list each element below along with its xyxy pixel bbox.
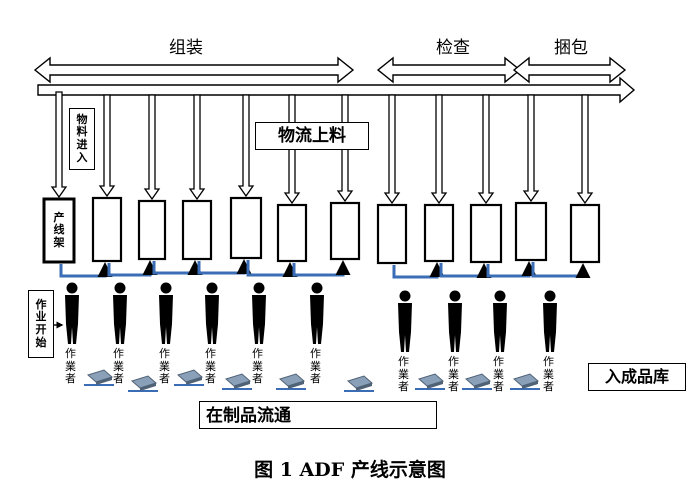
worker-figure-10 xyxy=(543,290,557,352)
worker-label-2: 作業者 xyxy=(113,347,124,386)
worker-figure-2 xyxy=(113,282,127,344)
feed-arrow-4 xyxy=(188,94,206,201)
feed-arrow-10 xyxy=(477,94,495,205)
worker-label-4: 作業者 xyxy=(205,347,216,386)
wip-tray-6 xyxy=(344,375,374,392)
stations xyxy=(42,196,601,265)
station-connectors xyxy=(59,259,591,279)
worker-figure-6 xyxy=(310,282,324,344)
phase-label-inspection: 检查 xyxy=(436,38,470,58)
station-connector-7 xyxy=(392,262,445,279)
wip-tray-2 xyxy=(128,375,158,392)
worker-figure-3 xyxy=(159,282,173,344)
station-box-10 xyxy=(469,203,503,264)
station-connector-10 xyxy=(531,262,591,278)
wip-trays xyxy=(84,369,540,392)
feed-arrow-11 xyxy=(522,94,540,203)
wip-tray-3 xyxy=(174,369,204,386)
station-box-3 xyxy=(137,199,167,261)
phase-label-assembly: 组装 xyxy=(169,38,203,58)
worker-label-1: 作業者 xyxy=(65,347,76,386)
station-box-8 xyxy=(376,203,408,265)
wip-tray-1 xyxy=(84,369,114,386)
station-box-6 xyxy=(276,203,308,263)
wip-tray-9 xyxy=(510,373,540,390)
logistics-main-arrow xyxy=(37,76,636,104)
worker-label-6: 作業者 xyxy=(310,347,321,386)
figure-caption: 图 1 ADF 产线示意图 xyxy=(254,459,446,481)
wip-tray-4 xyxy=(222,373,252,390)
feed-arrow-2 xyxy=(98,94,116,198)
station-box-5 xyxy=(229,196,263,260)
worker-label-9: 作業者 xyxy=(493,355,504,394)
feed-arrow-1 xyxy=(50,91,68,199)
to-warehouse-label: 入成品库 xyxy=(588,363,686,391)
feed-arrow-3 xyxy=(143,94,161,201)
station-box-12 xyxy=(569,203,601,264)
station-connector-8 xyxy=(439,263,492,278)
worker-label-3: 作業者 xyxy=(159,347,170,386)
feed-arrow-9 xyxy=(430,94,448,205)
worker-figure-4 xyxy=(205,282,219,344)
station-connector-4 xyxy=(197,259,252,275)
packing-span-arrow xyxy=(512,56,627,84)
station-connector-6 xyxy=(292,260,351,277)
wip-tray-8 xyxy=(462,373,492,390)
worker-label-7: 作業者 xyxy=(398,355,409,394)
material-in-label: 物料进入 xyxy=(69,108,95,170)
rack-label: 产线架 xyxy=(53,210,65,249)
worker-label-5: 作業者 xyxy=(252,347,263,386)
work-start-label: 作业开始 xyxy=(28,290,54,358)
worker-figure-1 xyxy=(65,282,79,344)
inspection-span-arrow xyxy=(376,56,522,84)
feed-arrow-8 xyxy=(383,94,401,205)
station-connector-2 xyxy=(107,260,158,277)
feed-arrow-12 xyxy=(576,94,594,205)
worker-figure-5 xyxy=(252,282,266,344)
worker-figure-7 xyxy=(398,290,412,352)
wip-tray-7 xyxy=(415,373,445,390)
phase-label-packing: 捆包 xyxy=(554,38,588,58)
workers xyxy=(65,282,557,352)
worker-label-8: 作業者 xyxy=(448,355,459,394)
worker-label-10: 作業者 xyxy=(543,355,554,394)
station-box-4 xyxy=(181,199,213,261)
station-connector-1 xyxy=(59,262,113,278)
assembly-span-arrow xyxy=(33,56,355,84)
wip-tray-5 xyxy=(276,373,306,390)
station-box-9 xyxy=(423,203,455,263)
station-box-7 xyxy=(329,201,361,261)
station-connector-3 xyxy=(152,260,203,275)
feed-arrow-5 xyxy=(237,94,255,198)
station-box-2 xyxy=(91,196,123,263)
worker-figure-9 xyxy=(493,290,507,352)
station-connector-5 xyxy=(246,260,298,277)
station-connector-9 xyxy=(486,261,537,278)
station-box-1 xyxy=(42,197,76,264)
worker-figure-8 xyxy=(448,290,462,352)
station-box-11 xyxy=(514,201,548,262)
material-flow-label: 物流上料 xyxy=(255,122,369,150)
wip-flow-label: 在制品流通 xyxy=(199,401,437,429)
